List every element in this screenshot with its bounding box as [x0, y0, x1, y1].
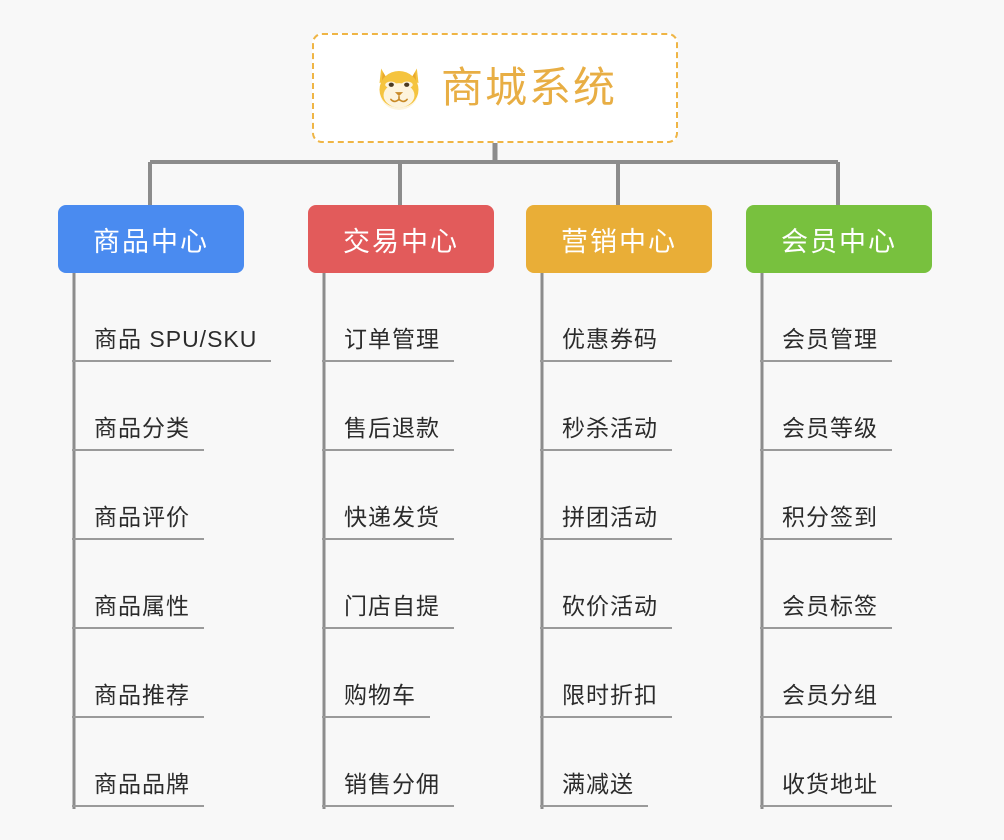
- category-box-1[interactable]: 商品中心: [58, 205, 244, 273]
- leaf-underline: 商品 SPU/SKU: [72, 320, 272, 362]
- leaf-label: 门店自提: [344, 593, 440, 619]
- leaf-label: 会员标签: [782, 593, 878, 619]
- leaf-label: 满减送: [562, 771, 634, 797]
- leaf-label: 售后退款: [344, 415, 440, 441]
- leaf-underline: 会员标签: [760, 587, 892, 629]
- leaf-item[interactable]: 会员管理: [746, 273, 932, 362]
- leaf-item[interactable]: 销售分佣: [308, 718, 494, 807]
- leaf-list: 订单管理售后退款快递发货门店自提购物车销售分佣: [308, 273, 494, 807]
- leaf-label: 收货地址: [782, 771, 878, 797]
- leaf-underline: 会员分组: [760, 676, 892, 718]
- leaf-label: 商品评价: [94, 504, 190, 530]
- leaf-label: 会员等级: [782, 415, 878, 441]
- leaf-label: 商品推荐: [94, 682, 190, 708]
- leaf-underline: 会员等级: [760, 409, 892, 451]
- leaf-underline: 限时折扣: [540, 676, 672, 718]
- leaf-underline: 销售分佣: [322, 765, 454, 807]
- category-column: 商品中心商品 SPU/SKU 商品分类商品评价商品属性商品推荐商品品牌: [58, 205, 272, 807]
- leaf-item[interactable]: 售后退款: [308, 362, 494, 451]
- leaf-item[interactable]: 会员等级: [746, 362, 932, 451]
- leaf-underline: 积分签到: [760, 498, 892, 540]
- leaf-item[interactable]: 拼团活动: [526, 451, 712, 540]
- leaf-label: 积分签到: [782, 504, 878, 530]
- leaf-item[interactable]: 优惠券码: [526, 273, 712, 362]
- leaf-label: 商品 SPU/SKU: [94, 326, 258, 352]
- leaf-item[interactable]: 商品 SPU/SKU: [58, 273, 272, 362]
- leaf-item[interactable]: 购物车: [308, 629, 494, 718]
- leaf-item[interactable]: 商品推荐: [58, 629, 244, 718]
- root-node[interactable]: 商城系统: [312, 33, 678, 143]
- leaf-underline: 满减送: [540, 765, 648, 807]
- leaf-label: 会员管理: [782, 326, 878, 352]
- leaf-underline: 优惠券码: [540, 320, 672, 362]
- leaf-item[interactable]: 快递发货: [308, 451, 494, 540]
- category-label: 交易中心: [343, 226, 459, 257]
- leaf-label: 购物车: [344, 682, 416, 708]
- leaf-label: 销售分佣: [344, 771, 440, 797]
- category-column: 会员中心会员管理会员等级积分签到会员标签会员分组收货地址: [746, 205, 932, 807]
- category-column: 营销中心优惠券码秒杀活动拼团活动砍价活动限时折扣满减送: [526, 205, 712, 807]
- leaf-item[interactable]: 会员分组: [746, 629, 932, 718]
- category-label: 商品中心: [93, 226, 209, 257]
- leaf-underline: 会员管理: [760, 320, 892, 362]
- leaf-label: 商品分类: [94, 415, 190, 441]
- category-box-2[interactable]: 交易中心: [308, 205, 494, 273]
- leaf-underline: 快递发货: [322, 498, 454, 540]
- leaf-item[interactable]: 商品分类: [58, 362, 244, 451]
- leaf-list: 商品 SPU/SKU 商品分类商品评价商品属性商品推荐商品品牌: [58, 273, 272, 807]
- leaf-list: 优惠券码秒杀活动拼团活动砍价活动限时折扣满减送: [526, 273, 712, 807]
- leaf-item[interactable]: 限时折扣: [526, 629, 712, 718]
- leaf-item[interactable]: 商品评价: [58, 451, 244, 540]
- leaf-label: 秒杀活动: [562, 415, 658, 441]
- leaf-item[interactable]: 会员标签: [746, 540, 932, 629]
- leaf-item[interactable]: 门店自提: [308, 540, 494, 629]
- leaf-label: 砍价活动: [562, 593, 658, 619]
- leaf-underline: 商品品牌: [72, 765, 204, 807]
- leaf-underline: 商品分类: [72, 409, 204, 451]
- leaf-label: 订单管理: [344, 326, 440, 352]
- category-label: 营销中心: [561, 226, 677, 257]
- leaf-item[interactable]: 商品属性: [58, 540, 244, 629]
- leaf-label: 拼团活动: [562, 504, 658, 530]
- leaf-label: 商品品牌: [94, 771, 190, 797]
- leaf-underline: 商品推荐: [72, 676, 204, 718]
- leaf-item[interactable]: 积分签到: [746, 451, 932, 540]
- leaf-underline: 门店自提: [322, 587, 454, 629]
- leaf-label: 限时折扣: [562, 682, 658, 708]
- leaf-underline: 商品属性: [72, 587, 204, 629]
- leaf-underline: 售后退款: [322, 409, 454, 451]
- leaf-underline: 购物车: [322, 676, 430, 718]
- leaf-label: 商品属性: [94, 593, 190, 619]
- category-box-4[interactable]: 会员中心: [746, 205, 932, 273]
- leaf-label: 快递发货: [344, 504, 440, 530]
- leaf-underline: 拼团活动: [540, 498, 672, 540]
- leaf-underline: 砍价活动: [540, 587, 672, 629]
- leaf-item[interactable]: 订单管理: [308, 273, 494, 362]
- leaf-item[interactable]: 秒杀活动: [526, 362, 712, 451]
- category-label: 会员中心: [781, 226, 897, 257]
- leaf-underline: 订单管理: [322, 320, 454, 362]
- leaf-underline: 商品评价: [72, 498, 204, 540]
- leaf-item[interactable]: 收货地址: [746, 718, 932, 807]
- leaf-underline: 收货地址: [760, 765, 892, 807]
- leaf-underline: 秒杀活动: [540, 409, 672, 451]
- leaf-label: 会员分组: [782, 682, 878, 708]
- leaf-list: 会员管理会员等级积分签到会员标签会员分组收货地址: [746, 273, 932, 807]
- leaf-label: 优惠券码: [562, 326, 658, 352]
- root-title: 商城系统: [440, 64, 617, 111]
- category-box-3[interactable]: 营销中心: [526, 205, 712, 273]
- category-column: 交易中心订单管理售后退款快递发货门店自提购物车销售分佣: [308, 205, 494, 807]
- leaf-item[interactable]: 砍价活动: [526, 540, 712, 629]
- shiba-dog-face-icon: [379, 68, 419, 110]
- leaf-item[interactable]: 满减送: [526, 718, 712, 807]
- leaf-item[interactable]: 商品品牌: [58, 718, 244, 807]
